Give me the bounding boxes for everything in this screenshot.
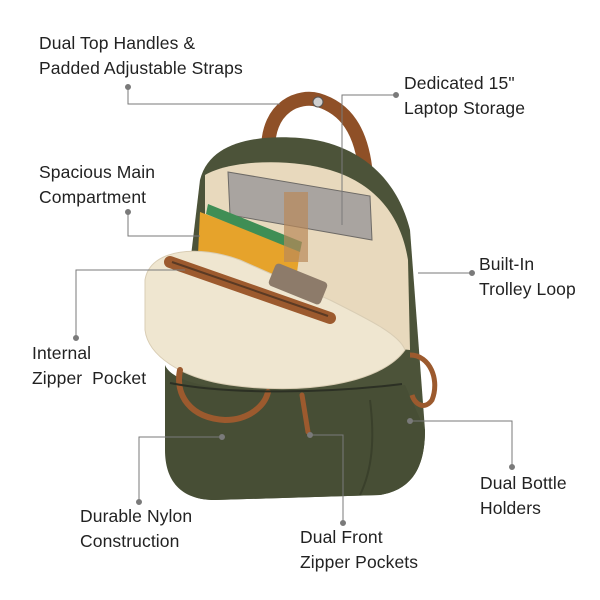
label-laptop: Dedicated 15"Laptop Storage xyxy=(404,73,526,118)
leader-bottle xyxy=(410,420,513,467)
front-pocket-pull xyxy=(176,367,271,424)
notebook xyxy=(198,212,300,280)
leader-nylon xyxy=(138,436,222,502)
leader-front xyxy=(310,434,344,523)
leader-handles xyxy=(127,87,280,105)
label-handles: Dual Top Handles &Padded Adjustable Stra… xyxy=(39,33,243,78)
front-panel xyxy=(165,365,425,500)
leader-main xyxy=(127,212,200,237)
leader-laptop xyxy=(341,94,396,225)
bottle-holder-loop xyxy=(409,352,438,408)
internal-pocket-flap xyxy=(144,250,406,390)
leader-internal xyxy=(75,269,185,338)
